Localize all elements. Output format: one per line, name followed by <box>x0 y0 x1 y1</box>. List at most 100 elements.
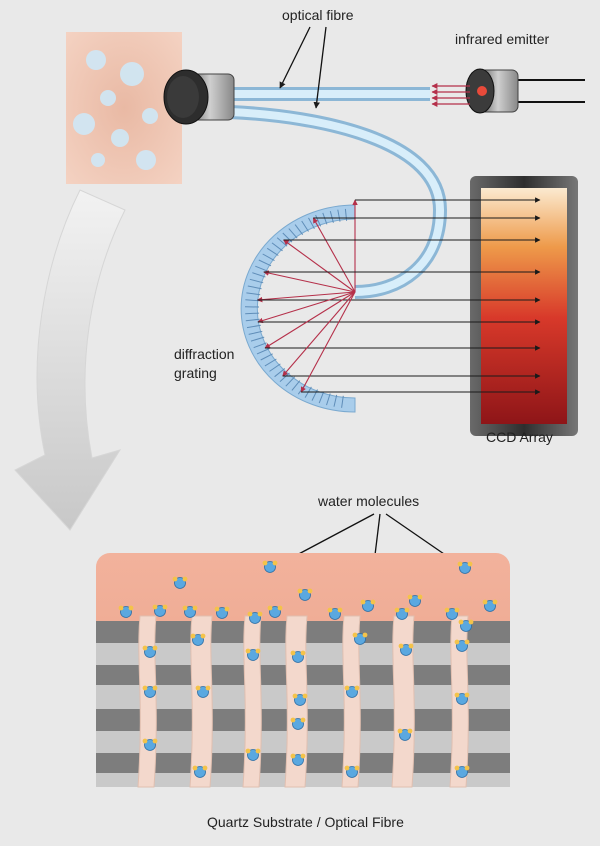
hydrogen-atom <box>195 685 201 691</box>
grating-tooth <box>253 342 267 349</box>
hydrogen-atom <box>454 765 460 771</box>
water-molecule-icon <box>457 561 473 574</box>
hydrogen-atom <box>394 607 400 613</box>
grating-tooth <box>282 232 293 243</box>
water-molecule-icon <box>398 643 414 656</box>
oxygen-atom <box>396 608 408 620</box>
diffraction-grating <box>240 204 356 413</box>
hydrogen-atom <box>290 753 296 759</box>
oxygen-atom <box>197 686 209 698</box>
pore <box>341 615 361 788</box>
water-molecule-icon <box>195 685 211 698</box>
hydrogen-atom <box>255 748 261 754</box>
hydrogen-atom <box>257 611 263 617</box>
water-molecule-icon <box>344 685 360 698</box>
red-ray <box>256 291 356 303</box>
hydrogen-atom <box>300 650 306 656</box>
hydrogen-atom <box>202 765 208 771</box>
hydrogen-atom <box>128 605 134 611</box>
hydrogen-atom <box>404 607 410 613</box>
grating-tooth <box>344 208 348 221</box>
hydrogen-atom <box>255 648 261 654</box>
hydrogen-atom <box>417 594 423 600</box>
hydrogen-atom <box>407 594 413 600</box>
oxygen-atom <box>459 562 471 574</box>
hydrogen-atom <box>464 765 470 771</box>
infrared-emitter-label: infrared emitter <box>455 31 549 47</box>
oxygen-atom <box>400 644 412 656</box>
grating-tooth <box>301 220 309 232</box>
hydrogen-atom <box>142 738 148 744</box>
hydrogen-atom <box>352 632 358 638</box>
oxygen-atom <box>216 607 228 619</box>
hydrogen-atom <box>362 632 368 638</box>
substrate-label: Quartz Substrate / Optical Fibre <box>207 814 404 830</box>
hydrogen-atom <box>344 765 350 771</box>
hydrogen-atom <box>224 606 230 612</box>
hydrogen-atom <box>245 748 251 754</box>
hydrogen-atom <box>457 561 463 567</box>
grating-tooth <box>245 312 260 315</box>
hydrogen-atom <box>302 693 308 699</box>
grating-tooth <box>248 330 263 335</box>
water-molecule-icon <box>482 599 498 612</box>
hydrogen-atom <box>327 607 333 613</box>
hydrogen-atom <box>482 599 488 605</box>
fibre-connector-icon <box>163 69 235 125</box>
grating-tooth <box>337 209 341 222</box>
oxygen-atom <box>354 633 366 645</box>
oxygen-atom <box>249 612 261 624</box>
hydrogen-atom <box>354 765 360 771</box>
hydrogen-atom <box>118 605 124 611</box>
oxygen-atom <box>456 766 468 778</box>
hydrogen-atom <box>262 560 268 566</box>
hydrogen-atom <box>172 576 178 582</box>
grating-tooth <box>333 394 338 407</box>
grating-tooth <box>249 278 264 284</box>
hydrogen-atom <box>292 693 298 699</box>
water-molecule-icon <box>454 765 470 778</box>
pore <box>391 615 415 788</box>
water-molecule-icon <box>142 645 158 658</box>
oxygen-atom <box>346 686 358 698</box>
grating-tooth <box>252 272 266 278</box>
oxygen-atom <box>409 595 421 607</box>
water-molecule-icon <box>118 605 134 618</box>
hydrogen-atom <box>300 753 306 759</box>
diffraction-grating-label: grating <box>174 365 217 381</box>
water-molecule-icon <box>152 604 168 617</box>
water-molecules-label: water molecules <box>317 493 419 509</box>
grating-tooth <box>247 285 262 290</box>
oxygen-atom <box>264 561 276 573</box>
oxygen-atom <box>247 749 259 761</box>
hydrogen-atom <box>360 599 366 605</box>
grating-tooth <box>269 363 281 372</box>
water-molecule-icon <box>290 717 306 730</box>
oxygen-atom <box>346 766 358 778</box>
oxygen-atom <box>144 646 156 658</box>
oxygen-atom <box>484 600 496 612</box>
grating-tooth <box>318 391 325 404</box>
pore <box>189 615 213 788</box>
substrate-panel <box>96 553 510 788</box>
water-molecule-icon <box>142 738 158 751</box>
hydrogen-atom <box>162 604 168 610</box>
water-molecule-icon <box>394 607 410 620</box>
water-molecule-icon <box>297 588 313 601</box>
grating-tooth <box>250 336 265 342</box>
grating-tooth <box>266 247 279 256</box>
hydrogen-atom <box>454 692 460 698</box>
oxygen-atom <box>329 608 341 620</box>
hydrogen-atom <box>370 599 376 605</box>
water-molecule-icon <box>352 632 368 645</box>
hydrogen-atom <box>182 605 188 611</box>
hydrogen-atom <box>290 717 296 723</box>
red-ray <box>283 239 356 293</box>
oxygen-atom <box>294 694 306 706</box>
water-molecule-icon <box>292 693 308 706</box>
water-molecule-icon <box>444 607 460 620</box>
optical-fibre-label: optical fibre <box>282 7 354 23</box>
grating-tooth <box>322 212 328 225</box>
hydrogen-atom <box>408 643 414 649</box>
